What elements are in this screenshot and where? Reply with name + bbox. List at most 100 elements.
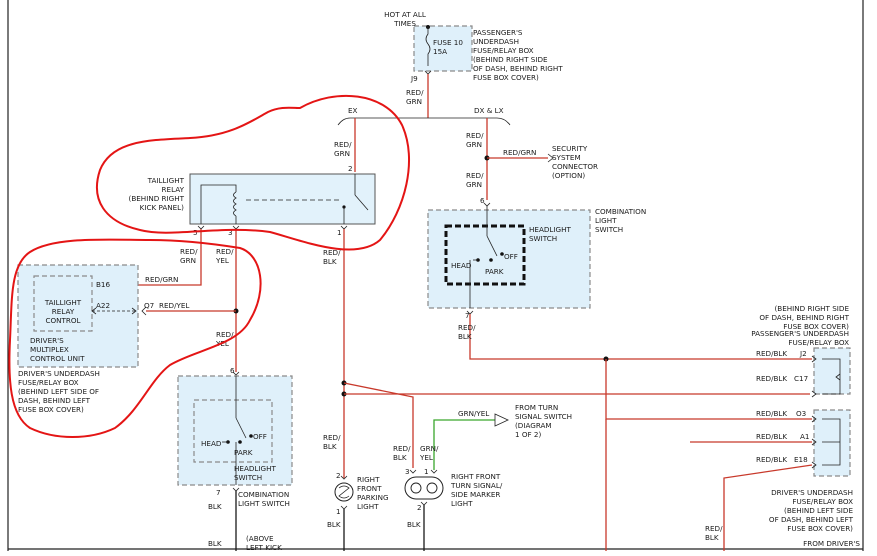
wire-label-b16: RED/GRN — [145, 275, 178, 284]
right-combo-label-2: LIGHT — [595, 216, 617, 225]
wire-label-pin3-1: RED/ — [216, 247, 234, 256]
pin-o3: O3 — [796, 409, 806, 418]
wire-label-turn-ground: BLK — [407, 520, 421, 529]
pin-a22: A22 — [96, 301, 110, 310]
pin-a1: A1 — [800, 432, 810, 441]
wire-label-left-ground-2: BLK — [208, 539, 222, 548]
wire-label-dx-4: GRN — [466, 180, 482, 189]
fuse-box-location-4: (BEHIND RIGHT SIDE — [473, 55, 548, 64]
variant-dx-lx: DX & LX — [474, 106, 504, 115]
mpcu-label-2: MULTIPLEX — [30, 345, 69, 354]
relay-pin-2: 2 — [348, 164, 353, 173]
from-drivers: FROM DRIVER'S — [803, 539, 860, 548]
fuse-rating: 15A — [433, 47, 447, 56]
connector-q7 — [141, 306, 147, 316]
wire-label-fuse-2: GRN — [406, 97, 422, 106]
wire-label-pin1-1: RED/ — [323, 248, 341, 257]
drv-box-location-1: DRIVER'S UNDERDASH — [771, 488, 853, 497]
wire-label-parking-ground: BLK — [327, 520, 341, 529]
driver-mpcu: TAILLIGHT RELAY CONTROL DRIVER'S MULTIPL… — [17, 264, 139, 414]
wire-label-dx-2: GRN — [466, 140, 482, 149]
turn-label-4: LIGHT — [451, 499, 473, 508]
mpcu-inner-3: CONTROL — [45, 316, 80, 325]
wire-label-ex-2: GRN — [334, 149, 350, 158]
from-turn-signal-arrow — [494, 413, 509, 427]
wire-label-o3: RED/BLK — [756, 409, 787, 418]
turn-label-1: RIGHT FRONT — [451, 472, 501, 481]
wire-label-dx-3: RED/ — [466, 171, 484, 180]
pin-c17: C17 — [794, 374, 808, 383]
left-headlight-1: HEADLIGHT — [234, 464, 276, 473]
wire-label-ex-1: RED/ — [334, 140, 352, 149]
markup-circle-mpcu — [8, 238, 262, 438]
parking-label-2: FRONT — [357, 484, 382, 493]
variant-ex: EX — [348, 106, 358, 115]
fuse-box-location-3: FUSE/RELAY BOX — [473, 46, 534, 55]
drv-box-location-2: FUSE/RELAY BOX — [792, 497, 853, 506]
from-turn-4: 1 OF 2) — [515, 430, 542, 439]
pin-j2: J2 — [799, 349, 807, 358]
relay-label-4: KICK PANEL) — [140, 203, 185, 212]
security-label-1: SECURITY — [552, 144, 588, 153]
from-turn-2: SIGNAL SWITCH — [515, 412, 572, 421]
pin-q7-label: Q7 — [144, 301, 154, 310]
wire-label-park-2: BLK — [323, 442, 337, 451]
right-front-turn-light: 3 1 2 RIGHT FRONT TURN SIGNAL/ SIDE MARK… — [404, 467, 503, 512]
right-switch-off: OFF — [504, 252, 518, 261]
wire-e18 — [723, 464, 813, 551]
wire-label-turn-1: RED/ — [393, 444, 411, 453]
turn-pin-3: 3 — [405, 467, 410, 476]
variant-split-bar — [337, 117, 511, 126]
from-turn-3: (DIAGRAM — [515, 421, 552, 430]
right-switch-pin-7: 7 — [465, 311, 470, 320]
left-switch-off: OFF — [253, 432, 267, 441]
wire-label-q7: RED/YEL — [159, 301, 189, 310]
mpcu-location-1: DRIVER'S UNDERDASH — [18, 369, 100, 378]
fuse-box-location-6: FUSE BOX COVER) — [473, 73, 539, 82]
right-combo-label-3: SWITCH — [595, 225, 623, 234]
wire-label-j2: RED/BLK — [756, 349, 787, 358]
relay-label-1: TAILLIGHT — [147, 176, 185, 185]
mpcu-location-2: FUSE/RELAY BOX — [18, 378, 79, 387]
wire-label-e18: RED/BLK — [756, 455, 787, 464]
pass-box-location-3: FUSE BOX COVER) — [783, 322, 849, 331]
parking-pin-2: 2 — [336, 471, 341, 480]
left-switch-pin-6: 6 — [230, 366, 235, 375]
wire-label-park-1: RED/ — [323, 433, 341, 442]
security-label-2: SYSTEM — [552, 153, 581, 162]
wire-to-turn-light — [343, 382, 414, 468]
security-label-3: CONNECTOR — [552, 162, 598, 171]
right-headlight-2: SWITCH — [529, 234, 557, 243]
driver-box-right: O3 A1 E18 DRIVER'S UNDERDASH FUSE/RELAY … — [769, 409, 861, 548]
parking-label-4: LIGHT — [357, 502, 379, 511]
pass-box-location-5: FUSE/RELAY BOX — [788, 338, 849, 347]
relay-pin-3: 3 — [228, 228, 233, 237]
wire-label-right-7-1: RED/ — [458, 323, 476, 332]
wire-label-a1: RED/BLK — [756, 432, 787, 441]
left-switch-park: PARK — [234, 448, 253, 457]
wire-label-pin3-3: RED/ — [216, 330, 234, 339]
left-ground-note-1: (ABOVE — [246, 534, 274, 543]
hot-line-2: TIMES — [393, 19, 416, 28]
security-connector-icon — [547, 153, 554, 163]
left-switch-head: HEAD — [201, 439, 222, 448]
wire-label-bottom-2: BLK — [705, 533, 719, 542]
left-switch-pin-7: 7 — [216, 488, 221, 497]
drv-box-location-4: OF DASH, BEHIND LEFT — [769, 515, 854, 524]
wire-relay-b16 — [138, 229, 202, 286]
wire-turn-signal-feed — [433, 419, 495, 470]
wire-label-pin3-2: YEL — [215, 256, 229, 265]
wire-right-switch-out — [469, 314, 812, 360]
wire-label-pin5-1: RED/ — [180, 247, 198, 256]
mpcu-location-3: (BEHIND LEFT SIDE OF — [18, 387, 99, 396]
fuse-box-location-1: PASSENGER'S — [473, 28, 523, 37]
right-front-parking-light: 2 1 RIGHT FRONT PARKING LIGHT — [334, 471, 389, 516]
fuse-name: FUSE 10 — [433, 38, 463, 47]
left-ground-note-2: LEFT KICK — [246, 543, 282, 551]
relay-connectors — [197, 225, 348, 230]
drv-box-location-3: (BEHIND LEFT SIDE — [784, 506, 853, 515]
pass-box-location-1: (BEHIND RIGHT SIDE — [774, 304, 849, 313]
wire-label-turn-grn-1: GRN/ — [420, 444, 439, 453]
security-label-4: (OPTION) — [552, 171, 585, 180]
